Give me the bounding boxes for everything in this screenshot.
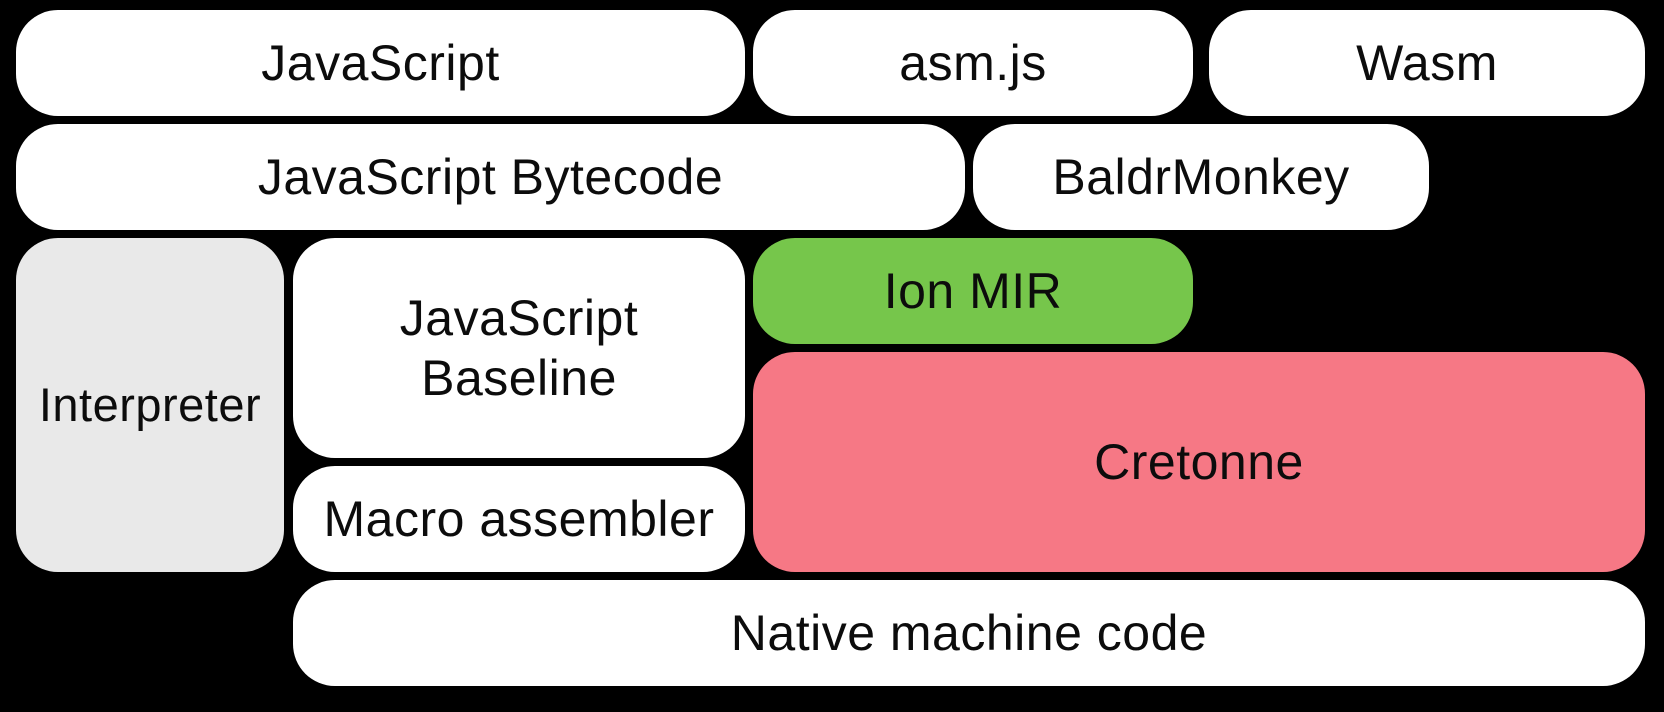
node-baldrmonkey: BaldrMonkey — [973, 124, 1429, 230]
node-asmjs: asm.js — [753, 10, 1193, 116]
node-javascript-baseline-label: JavaScript Baseline — [399, 290, 639, 406]
node-asmjs-label: asm.js — [899, 35, 1047, 91]
node-wasm: Wasm — [1209, 10, 1645, 116]
node-macro-assembler: Macro assembler — [293, 466, 745, 572]
node-ion-mir-label: Ion MIR — [883, 263, 1063, 319]
node-baldrmonkey-label: BaldrMonkey — [1052, 149, 1350, 205]
node-javascript-bytecode: JavaScript Bytecode — [16, 124, 965, 230]
node-ion-mir: Ion MIR — [753, 238, 1193, 344]
node-javascript-label: JavaScript — [261, 35, 500, 91]
node-javascript-bytecode-label: JavaScript Bytecode — [257, 149, 724, 205]
node-cretonne-label: Cretonne — [1094, 434, 1304, 490]
node-javascript: JavaScript — [16, 10, 745, 116]
node-macro-assembler-label: Macro assembler — [323, 491, 715, 547]
node-wasm-label: Wasm — [1356, 35, 1498, 91]
node-cretonne: Cretonne — [753, 352, 1645, 572]
node-native-machine-code-label: Native machine code — [730, 605, 1208, 661]
node-interpreter: Interpreter — [16, 238, 284, 572]
node-javascript-baseline: JavaScript Baseline — [293, 238, 745, 458]
node-interpreter-label: Interpreter — [38, 377, 262, 431]
node-native-machine-code: Native machine code — [293, 580, 1645, 686]
